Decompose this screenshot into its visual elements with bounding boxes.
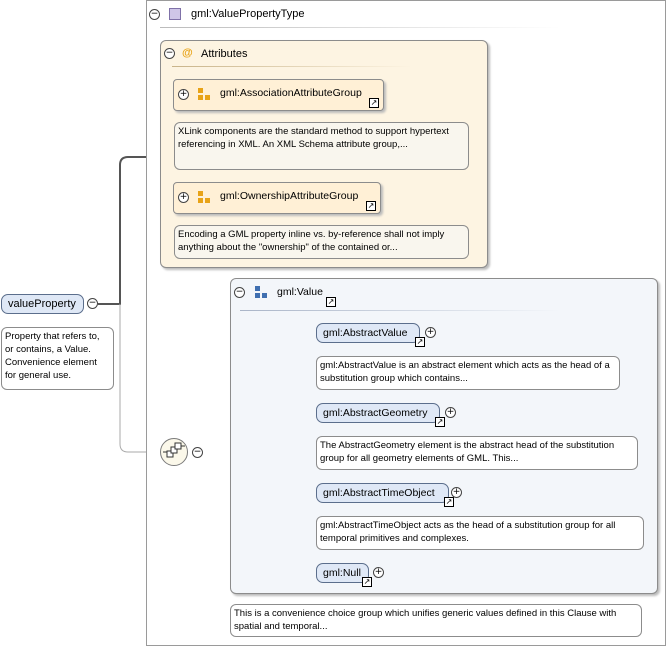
element-group-icon <box>255 286 267 298</box>
expand-toggle[interactable]: + <box>178 89 189 100</box>
link-icon[interactable]: ↗ <box>369 98 379 108</box>
value-group-underline <box>240 310 560 311</box>
type-title-underline <box>160 27 560 28</box>
group-name: gml:OwnershipAttributeGroup <box>220 190 359 202</box>
attribute-at-icon: @ <box>182 47 193 59</box>
sequence-collapse-toggle[interactable]: − <box>192 447 203 458</box>
element-abstract-geometry[interactable]: gml:AbstractGeometry <box>316 403 440 423</box>
complex-type-icon <box>169 8 181 20</box>
value-group-doc: This is a convenience choice group which… <box>230 604 642 637</box>
link-icon[interactable]: ↗ <box>366 201 376 211</box>
link-icon[interactable]: ↗ <box>444 497 454 507</box>
element-abstract-value[interactable]: gml:AbstractValue <box>316 323 420 343</box>
attribute-group-icon <box>198 191 210 203</box>
expand-toggle[interactable]: + <box>451 487 462 498</box>
ownership-group-doc: Encoding a GML property inline vs. by-re… <box>174 225 469 259</box>
abstract-geometry-doc: The AbstractGeometry element is the abst… <box>316 436 638 470</box>
expand-toggle[interactable]: + <box>178 192 189 203</box>
group-name: gml:AssociationAttributeGroup <box>220 87 362 99</box>
root-element-doc: Property that refers to, or contains, a … <box>1 327 114 390</box>
attribute-group-icon <box>198 88 210 100</box>
association-group-doc: XLink components are the standard method… <box>174 122 469 170</box>
type-collapse-toggle[interactable]: − <box>149 9 160 20</box>
sequence-compositor-icon[interactable] <box>160 438 188 466</box>
ownership-attribute-group[interactable]: + gml:OwnershipAttributeGroup ↗ <box>173 182 381 214</box>
root-collapse-toggle[interactable]: − <box>87 298 98 309</box>
association-attribute-group[interactable]: + gml:AssociationAttributeGroup ↗ <box>173 79 384 111</box>
link-icon[interactable]: ↗ <box>435 417 445 427</box>
value-group-collapse-toggle[interactable]: − <box>234 287 245 298</box>
attributes-collapse-toggle[interactable]: − <box>164 48 175 59</box>
expand-toggle[interactable]: + <box>373 567 384 578</box>
link-icon[interactable]: ↗ <box>415 337 425 347</box>
root-element-value-property[interactable]: valueProperty <box>1 294 84 314</box>
value-group-link-icon[interactable]: ↗ <box>326 297 336 307</box>
attributes-title: Attributes <box>201 48 248 60</box>
element-abstract-time-object[interactable]: gml:AbstractTimeObject <box>316 483 449 503</box>
abstract-value-doc: gml:AbstractValue is an abstract element… <box>316 356 620 390</box>
value-group-title: gml:Value <box>277 286 323 298</box>
attributes-underline <box>172 66 412 67</box>
type-title: gml:ValuePropertyType <box>191 8 305 20</box>
element-null[interactable]: gml:Null <box>316 563 369 583</box>
expand-toggle[interactable]: + <box>425 327 436 338</box>
abstract-time-object-doc: gml:AbstractTimeObject acts as the head … <box>316 516 644 550</box>
link-icon[interactable]: ↗ <box>362 577 372 587</box>
expand-toggle[interactable]: + <box>445 407 456 418</box>
